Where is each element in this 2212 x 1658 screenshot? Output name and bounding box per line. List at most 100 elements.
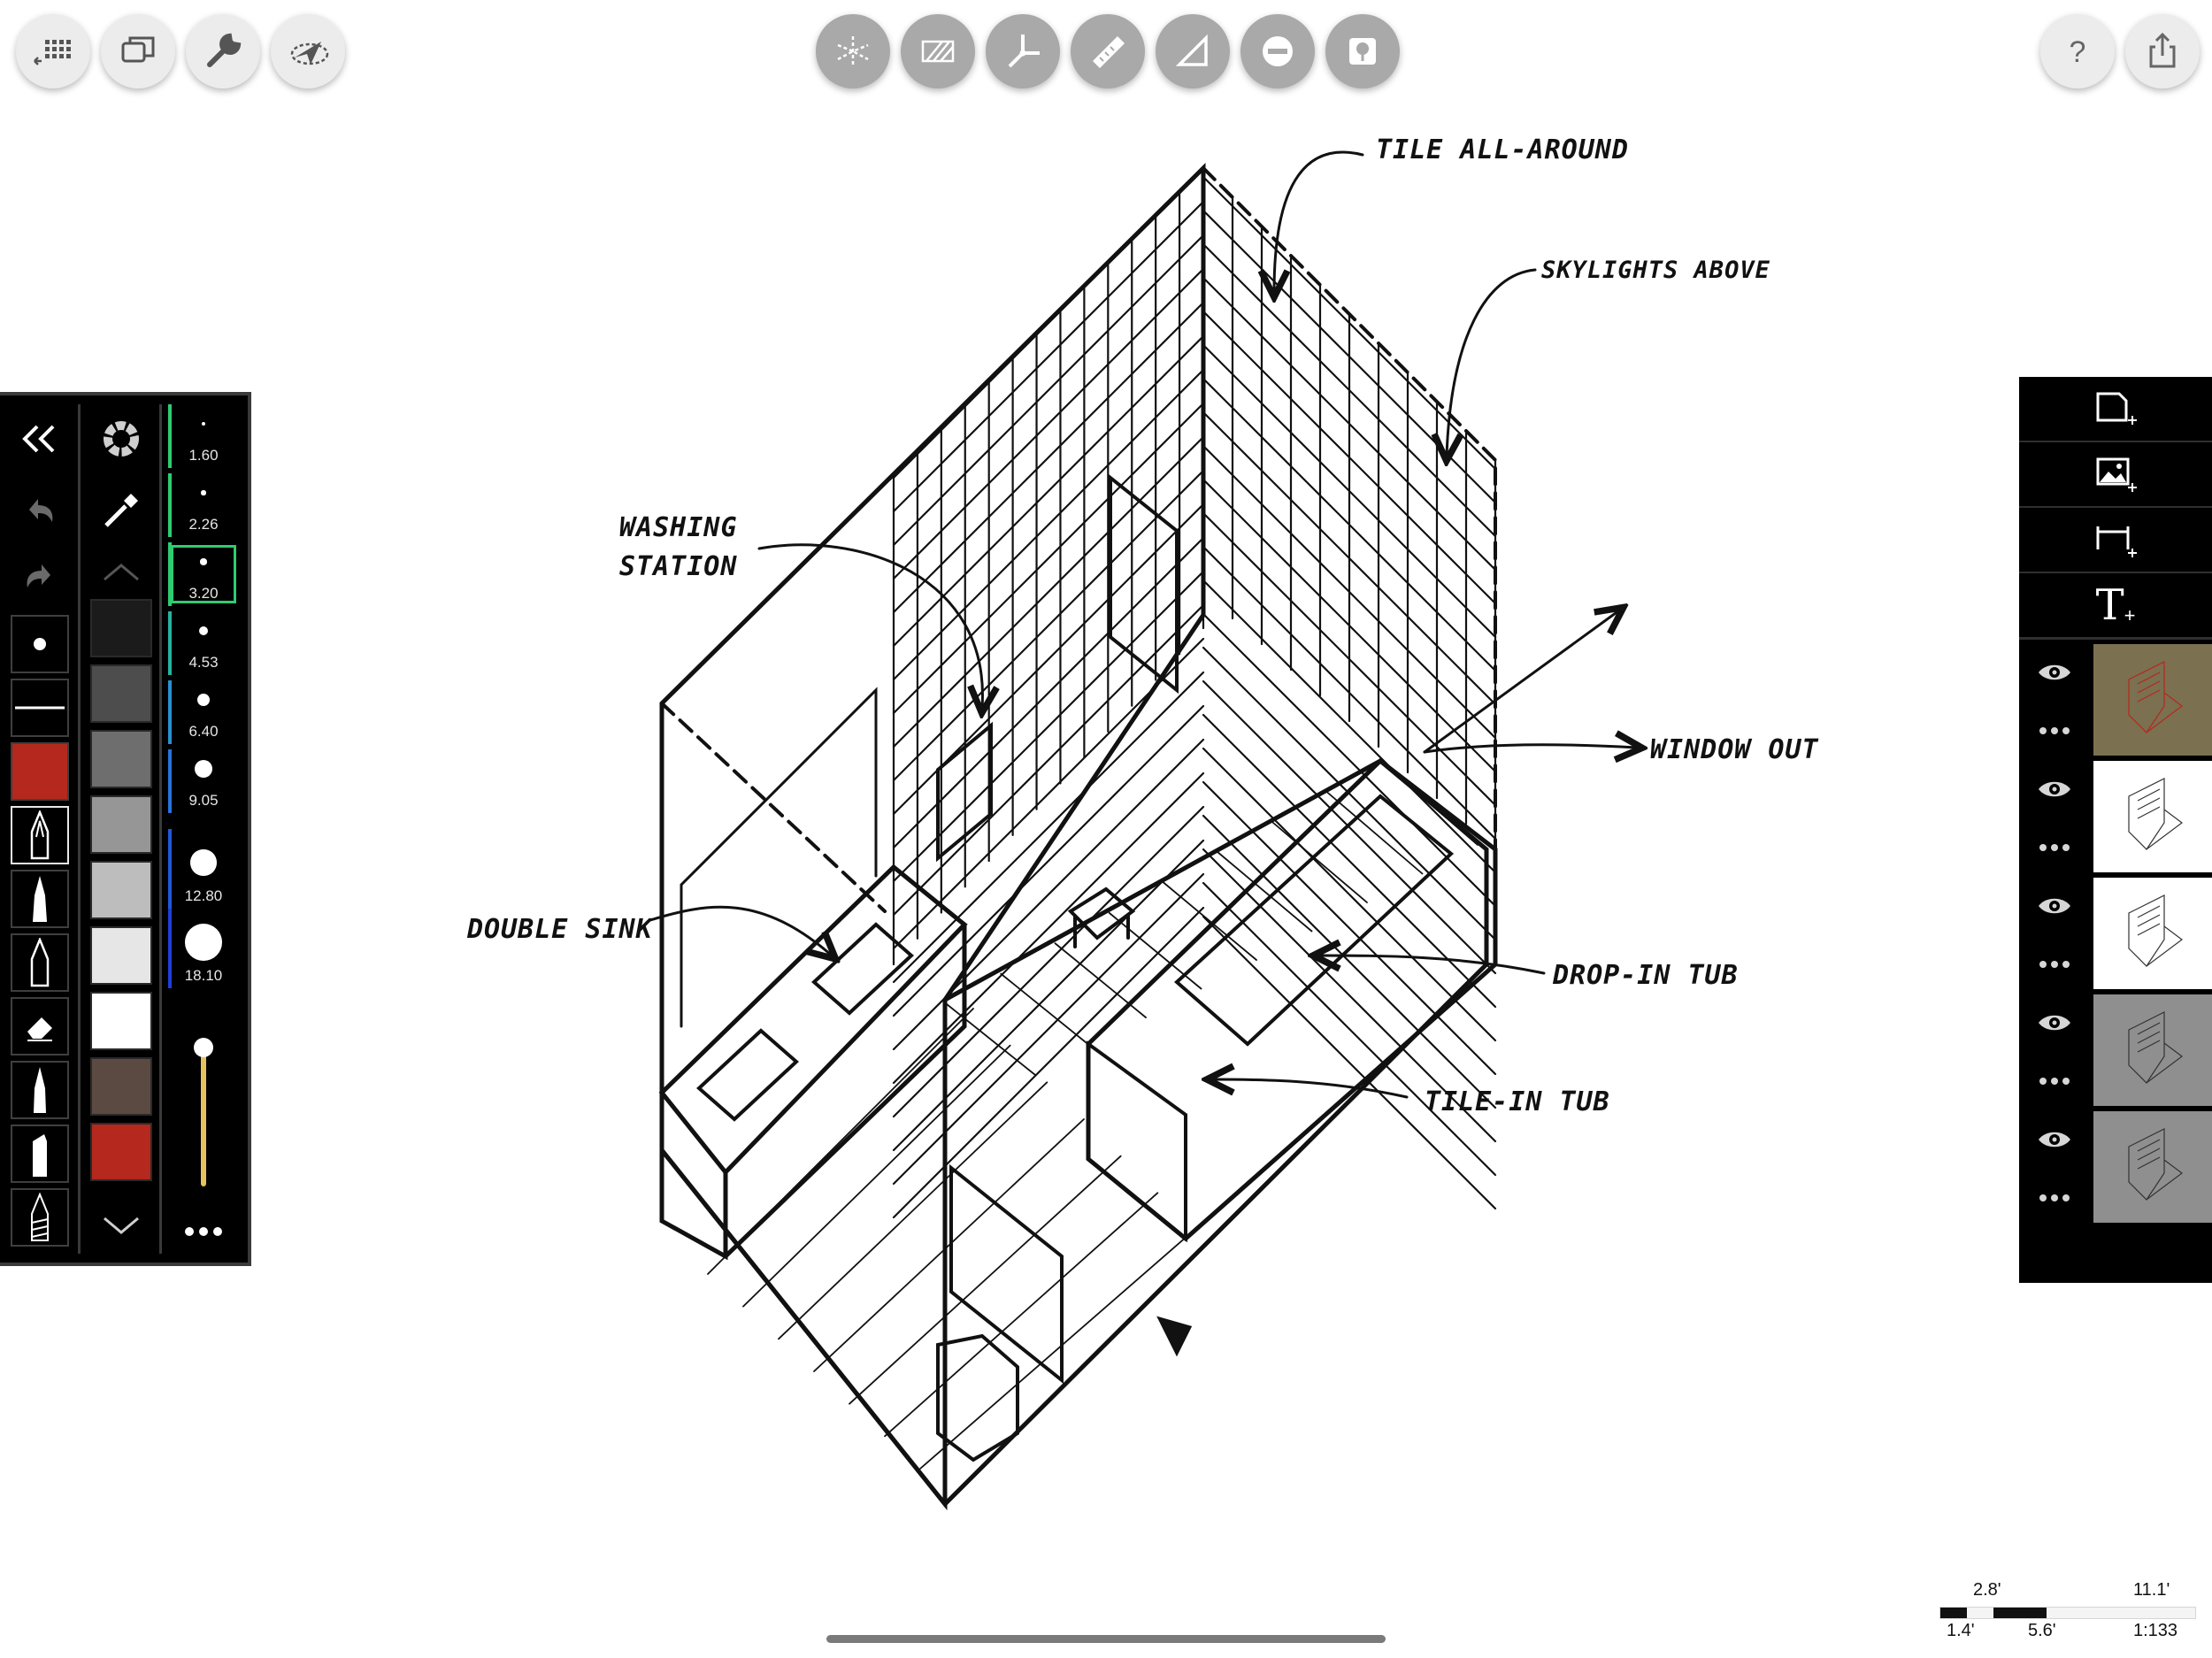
layer-thumbnail[interactable] (2093, 644, 2212, 756)
collapse-icon (22, 425, 55, 453)
eraser-tool[interactable] (11, 997, 69, 1055)
line-brush-tool[interactable] (11, 679, 69, 737)
layer-visibility-toggle[interactable] (2028, 1005, 2081, 1040)
brush-size-option[interactable]: 18.10 (168, 909, 239, 988)
opacity-slider[interactable] (193, 1036, 214, 1186)
more-icon (185, 1227, 222, 1236)
brush-size-label: 3.20 (188, 585, 219, 602)
color-swatch[interactable] (90, 861, 152, 919)
svg-text:?: ? (2070, 35, 2086, 69)
pencil-tool[interactable] (11, 1061, 69, 1119)
color-wheel-button[interactable] (90, 418, 152, 459)
eyedropper-button[interactable] (90, 484, 152, 537)
brush-size-option[interactable]: 3.20 (168, 542, 239, 606)
layer-options-button[interactable] (2028, 713, 2081, 748)
layer-thumbnail[interactable] (2093, 1111, 2212, 1223)
layers-duplicate-button[interactable] (101, 14, 175, 88)
leader-tile-in (1212, 1079, 1409, 1099)
layer-thumbnail[interactable] (2093, 761, 2212, 872)
leader-double-sink (649, 905, 832, 956)
brush-more-button[interactable] (175, 1218, 232, 1245)
layers-panel: T + (2019, 377, 2212, 1283)
layer-visibility-toggle[interactable] (2028, 888, 2081, 924)
layer-row[interactable] (2019, 876, 2212, 991)
tree-stamp-button[interactable] (1325, 14, 1400, 88)
opacity-slider-handle[interactable] (194, 1038, 213, 1057)
dot-brush-icon (34, 638, 46, 650)
brush-size-option[interactable]: 1.60 (168, 404, 239, 468)
layer-options-button[interactable] (2028, 1180, 2081, 1216)
tile-line (1000, 972, 1092, 1048)
note-washing-station: WASHING STATION (619, 512, 738, 582)
red-color-tool[interactable] (11, 742, 69, 801)
technical-pen-tool[interactable] (11, 806, 69, 864)
angle-button[interactable] (1156, 14, 1230, 88)
color-swatch[interactable] (90, 795, 152, 854)
undo-button[interactable] (11, 487, 69, 532)
add-page-icon (2096, 392, 2137, 425)
brush-size-label: 4.53 (188, 654, 219, 671)
tile-line (1202, 545, 1497, 841)
home-indicator[interactable] (826, 1635, 1386, 1643)
layer-visibility-toggle[interactable] (2028, 1122, 2081, 1157)
add-text-button[interactable]: T + (2019, 573, 2212, 640)
chisel-marker-tool[interactable] (11, 1125, 69, 1183)
settings-button[interactable] (186, 14, 260, 88)
layer-row[interactable] (2019, 642, 2212, 757)
add-image-button[interactable] (2019, 442, 2212, 508)
tile-line (849, 1155, 1122, 1405)
tile-line (1202, 444, 1497, 740)
color-swatch[interactable] (90, 730, 152, 788)
hatch-brush-tool[interactable] (11, 1188, 69, 1247)
color-swatch[interactable] (90, 1057, 152, 1116)
color-swatch[interactable] (90, 599, 152, 657)
swatch-scroll-up[interactable] (90, 555, 152, 590)
tile-line (892, 738, 1205, 1051)
layer-thumbnail[interactable] (2093, 878, 2212, 989)
color-swatch[interactable] (90, 664, 152, 723)
layer-row[interactable] (2019, 993, 2212, 1108)
color-swatch[interactable] (90, 992, 152, 1050)
gallery-button[interactable] (16, 14, 90, 88)
layer-options-button[interactable] (2028, 830, 2081, 865)
help-button[interactable]: ? (2040, 14, 2115, 88)
brush-size-option[interactable]: 9.05 (168, 749, 239, 813)
perspective-grid-button[interactable] (816, 14, 890, 88)
brush-size-option[interactable]: 6.40 (168, 680, 239, 744)
tool-collapse-button[interactable] (11, 417, 69, 461)
add-dimension-button[interactable] (2019, 508, 2212, 573)
layer-visibility-toggle[interactable] (2028, 655, 2081, 690)
layers-duplicate-icon (121, 36, 155, 63)
layer-row[interactable] (2019, 1109, 2212, 1224)
layer-thumbnail[interactable] (2093, 994, 2212, 1106)
tile-line (1202, 915, 1497, 1210)
layer-visibility-toggle[interactable] (2028, 771, 2081, 807)
level-button[interactable] (1240, 14, 1315, 88)
redo-button[interactable] (11, 553, 69, 597)
note-drop-in-tub: DROP-IN TUB (1553, 960, 1739, 991)
tile-line (892, 704, 1205, 1017)
swatch-scroll-down[interactable] (90, 1208, 152, 1243)
brush-size-option[interactable]: 2.26 (168, 473, 239, 537)
layer-row[interactable] (2019, 759, 2212, 874)
brush-size-option[interactable]: 12.80 (168, 829, 239, 909)
dot-brush-tool[interactable] (11, 615, 69, 673)
color-swatch[interactable] (90, 1123, 152, 1181)
axis-button[interactable] (986, 14, 1060, 88)
hatch-fill-button[interactable] (901, 14, 975, 88)
share-button[interactable] (2125, 14, 2200, 88)
eraser-icon (27, 1017, 52, 1041)
layer-options-button[interactable] (2028, 1063, 2081, 1099)
brush-size-option[interactable]: 4.53 (168, 611, 239, 675)
tile-line (892, 469, 1205, 782)
lasso-select-button[interactable] (271, 14, 345, 88)
marker-pen-tool[interactable] (11, 933, 69, 992)
fine-pen-tool[interactable] (11, 870, 69, 928)
ruler-button[interactable] (1071, 14, 1145, 88)
axis-icon (1008, 35, 1040, 68)
layer-options-button[interactable] (2028, 947, 2081, 982)
add-page-button[interactable] (2019, 377, 2212, 442)
color-swatch[interactable] (90, 926, 152, 985)
